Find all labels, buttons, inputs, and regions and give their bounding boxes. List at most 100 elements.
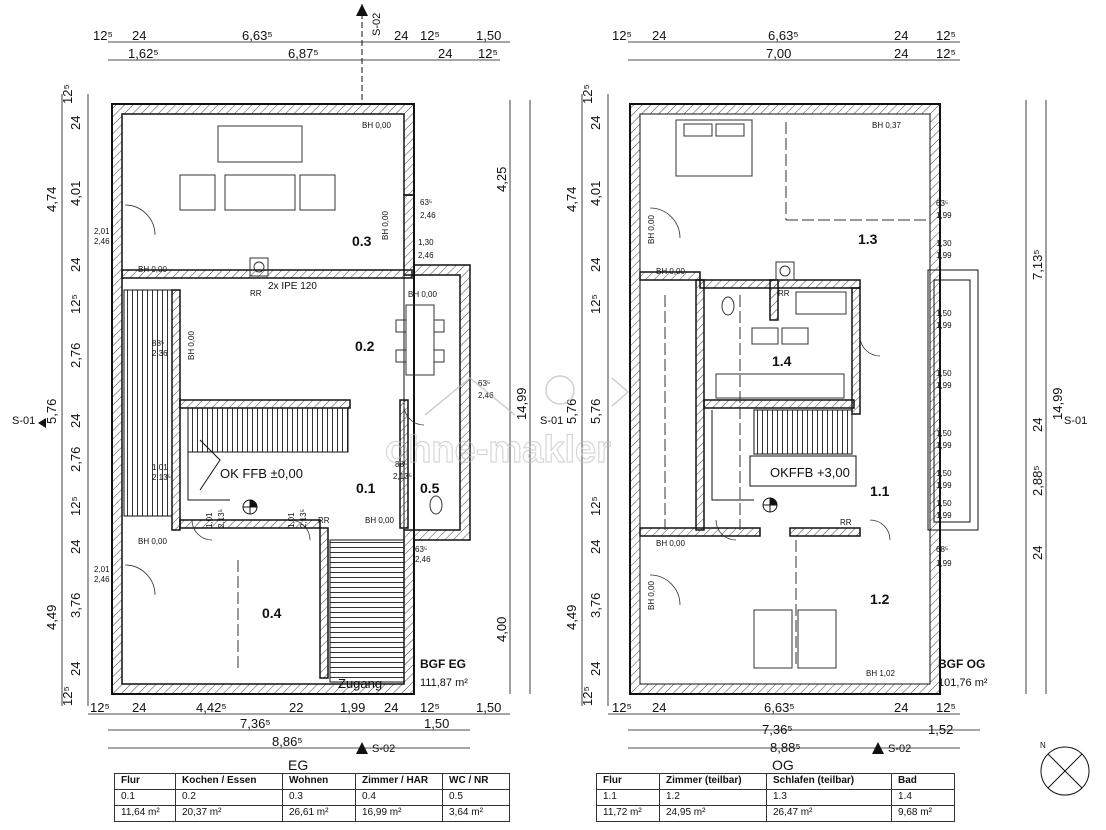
dimension-label: 12⁵ — [420, 28, 440, 43]
table-row: 11,64 m² 20,37 m² 26,61 m² 16,99 m² 3,64… — [114, 805, 510, 822]
section-label-s01: S-01 — [12, 415, 35, 427]
svg-text:1,01: 1,01 — [205, 512, 214, 528]
svg-text:63⁵: 63⁵ — [936, 199, 948, 208]
sink-icon — [781, 327, 809, 345]
room-0.1-label: 0.1 — [356, 480, 376, 496]
table-row: 0.1 0.2 0.3 0.4 0.5 — [114, 789, 510, 806]
section-label-s01: S-01 — [540, 415, 563, 427]
section-label-s02: S-02 — [888, 743, 911, 755]
svg-text:1,99: 1,99 — [936, 381, 952, 390]
dimension-label: 12⁵ — [612, 700, 632, 715]
eg-staircase — [187, 407, 349, 501]
dimension-label: 7,36⁵ — [240, 716, 271, 731]
dimension-label: 7,36⁵ — [762, 722, 793, 737]
table-header-row: Flur Kochen / Essen Wohnen Zimmer / HAR … — [114, 773, 510, 790]
dimension-label: 12⁵ — [588, 294, 603, 314]
og-rr-label-2: RR — [840, 518, 852, 527]
dimension-label: 2,76 — [68, 447, 83, 472]
dimension-label: 7,00 — [766, 46, 791, 61]
table-cell: 9,68 m² — [891, 805, 955, 822]
room-0.4-label: 0.4 — [262, 605, 282, 621]
compass-north-label: N — [1040, 741, 1046, 750]
og-bgf-label: BGF OG — [938, 657, 985, 671]
table-cell: Zimmer / HAR — [355, 773, 443, 790]
eg-top-dimension-lines — [61, 41, 531, 749]
eg-entrance-stairs — [329, 539, 405, 683]
table-cell: Wohnen — [282, 773, 356, 790]
dimension-label: 12⁵ — [612, 28, 632, 43]
dimension-label: 12⁵ — [93, 28, 113, 43]
og-balcony — [927, 269, 979, 531]
eg-plan: 0.3 0.2 0.1 0.5 0.4 OK FFB ±0,00 2x IPE … — [44, 28, 531, 773]
table-row: 1.1 1.2 1.3 1.4 — [596, 789, 955, 806]
dimension-label: 1,50 — [424, 716, 449, 731]
table-cell: 3,64 m² — [442, 805, 510, 822]
og-bh-label: BH 0,00 — [647, 215, 656, 244]
eg-rr-label-2: RR — [318, 516, 330, 525]
table-cell: WC / NR — [442, 773, 510, 790]
dimension-label: 4,01 — [68, 181, 83, 206]
dimension-label: 24 — [394, 28, 408, 43]
toilet-icon — [721, 296, 735, 316]
eg-doors — [124, 204, 425, 596]
table-cell: Bad — [891, 773, 955, 790]
table-cell: Flur — [114, 773, 176, 790]
table-cell: Schlafen (teilbar) — [766, 773, 892, 790]
dimension-label: 12⁵ — [580, 84, 595, 104]
dimension-label: 8,86⁵ — [272, 734, 303, 749]
dimension-label: 12⁵ — [478, 46, 498, 61]
svg-text:2,36: 2,36 — [152, 349, 168, 358]
dimension-label: 1,62⁵ — [128, 46, 159, 61]
dimension-label: 1,99 — [340, 700, 365, 715]
shower-icon — [795, 291, 847, 315]
dimension-label: 4,74 — [44, 187, 59, 212]
dimension-label: 24 — [68, 258, 83, 272]
eg-bh-label: BH 0,00 — [187, 331, 196, 360]
dimension-label: 24 — [68, 414, 83, 428]
svg-text:2,46: 2,46 — [94, 575, 110, 584]
chimney-icon — [775, 261, 795, 281]
toilet-icon — [429, 495, 443, 515]
dimension-label: 2,88⁵ — [1030, 465, 1045, 496]
eg-furniture — [179, 125, 445, 515]
dimension-label: 24 — [68, 116, 83, 130]
og-bh-label: BH 0,00 — [656, 267, 685, 276]
svg-text:2,46: 2,46 — [418, 251, 434, 260]
svg-text:2,46: 2,46 — [478, 391, 494, 400]
dimension-label: 8,88⁵ — [770, 740, 801, 755]
dimension-label: 24 — [894, 700, 908, 715]
dimension-label: 24 — [588, 258, 603, 272]
table-cell: Kochen / Essen — [175, 773, 283, 790]
table-cell: 0.5 — [442, 789, 510, 806]
room-0.3-label: 0.3 — [352, 233, 372, 249]
bathtub-icon — [715, 373, 845, 399]
og-furniture — [675, 119, 847, 669]
dimension-label: 7,13⁵ — [1030, 249, 1045, 280]
dimension-label: 12⁵ — [936, 700, 956, 715]
dimension-label: 24 — [588, 662, 603, 676]
room-1.3-label: 1.3 — [858, 231, 878, 247]
svg-text:1,50: 1,50 — [936, 469, 952, 478]
dimension-label: 4,01 — [588, 181, 603, 206]
eg-bgf-label: BGF EG — [420, 657, 466, 671]
dimension-label: 6,63⁵ — [768, 28, 799, 43]
dimension-label: 12⁵ — [68, 294, 83, 314]
og-bh-label: BH 0,00 — [647, 581, 656, 610]
dimension-label: 6,63⁵ — [764, 700, 795, 715]
section-label-s01: S-01 — [1064, 415, 1087, 427]
svg-text:1,01: 1,01 — [152, 463, 168, 472]
og-doors — [649, 207, 891, 606]
og-dimension-lines — [581, 41, 1047, 749]
armchair-icon — [179, 174, 216, 211]
eg-bh-label: BH 0,00 — [381, 211, 390, 240]
og-room-table: Flur Zimmer (teilbar) Schlafen (teilbar)… — [596, 773, 955, 822]
og-plan-title: OG — [772, 757, 794, 773]
dimension-label: 12⁵ — [60, 686, 75, 706]
svg-text:1,99: 1,99 — [936, 321, 952, 330]
svg-text:88⁵: 88⁵ — [395, 460, 407, 469]
svg-text:2,13⁵: 2,13⁵ — [393, 472, 412, 481]
svg-text:2,13⁵: 2,13⁵ — [299, 509, 308, 528]
eg-plan-title: EG — [288, 757, 308, 773]
svg-text:1,50: 1,50 — [936, 309, 952, 318]
